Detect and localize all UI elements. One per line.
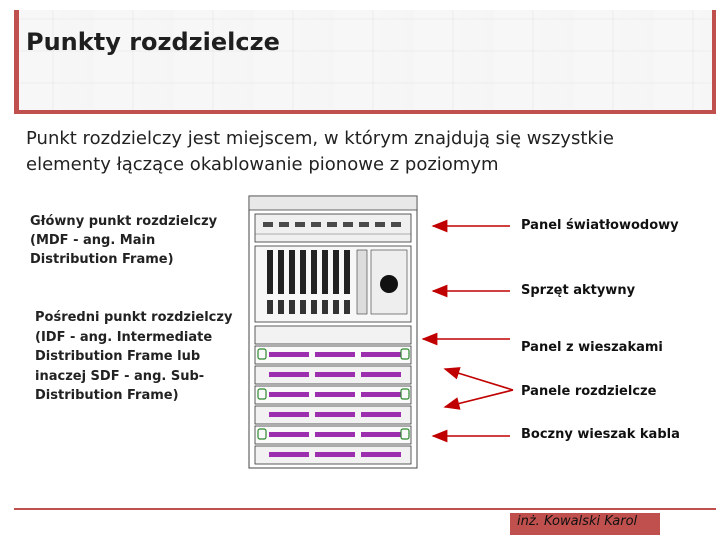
callout-side-hanger: Boczny wieszak kabla bbox=[521, 427, 680, 442]
active-equipment bbox=[254, 245, 412, 323]
idf-label: Pośredni punkt rozdzielczy (IDF - ang. I… bbox=[35, 308, 240, 406]
idf-line: Distribution Frame lub bbox=[35, 349, 201, 364]
mdf-line: (MDF - ang. Main bbox=[30, 233, 156, 248]
patch-panel-stack bbox=[254, 325, 412, 465]
idf-line: (IDF - ang. Intermediate bbox=[35, 329, 213, 345]
footer-author: inż. Kowalski Karol bbox=[517, 514, 638, 529]
callout-patch-panels: Panele rozdzielcze bbox=[521, 384, 657, 399]
idf-line: Pośredni punkt rozdzielczy bbox=[35, 310, 233, 325]
footer-line bbox=[14, 508, 716, 510]
title-bar bbox=[14, 10, 716, 114]
mdf-line: Główny punkt rozdzielczy bbox=[30, 214, 218, 229]
footer-bar bbox=[510, 513, 660, 535]
callout-hanger-panel: Panel z wieszakami bbox=[521, 340, 663, 355]
fiber-panel bbox=[254, 213, 412, 243]
callout-active-equipment: Sprzęt aktywny bbox=[521, 283, 636, 298]
intro-text: Punkt rozdzielczy jest miejscem, w który… bbox=[26, 128, 614, 175]
title-accent-right bbox=[712, 10, 716, 114]
idf-line: Distribution Frame) bbox=[35, 388, 179, 403]
callout-arrows bbox=[421, 219, 514, 443]
idf-line: inaczej SDF - ang. Sub- bbox=[35, 368, 205, 384]
callout-fiber-panel: Panel światłowodowy bbox=[521, 218, 679, 233]
title-accent-left bbox=[14, 10, 19, 114]
mdf-line: Distribution Frame) bbox=[30, 252, 174, 267]
title-accent-bottom bbox=[14, 110, 716, 114]
rack-diagram bbox=[245, 190, 700, 492]
slide-title: Punkty rozdzielcze bbox=[26, 28, 280, 56]
mdf-label: Główny punkt rozdzielczy (MDF - ang. Mai… bbox=[30, 212, 240, 269]
